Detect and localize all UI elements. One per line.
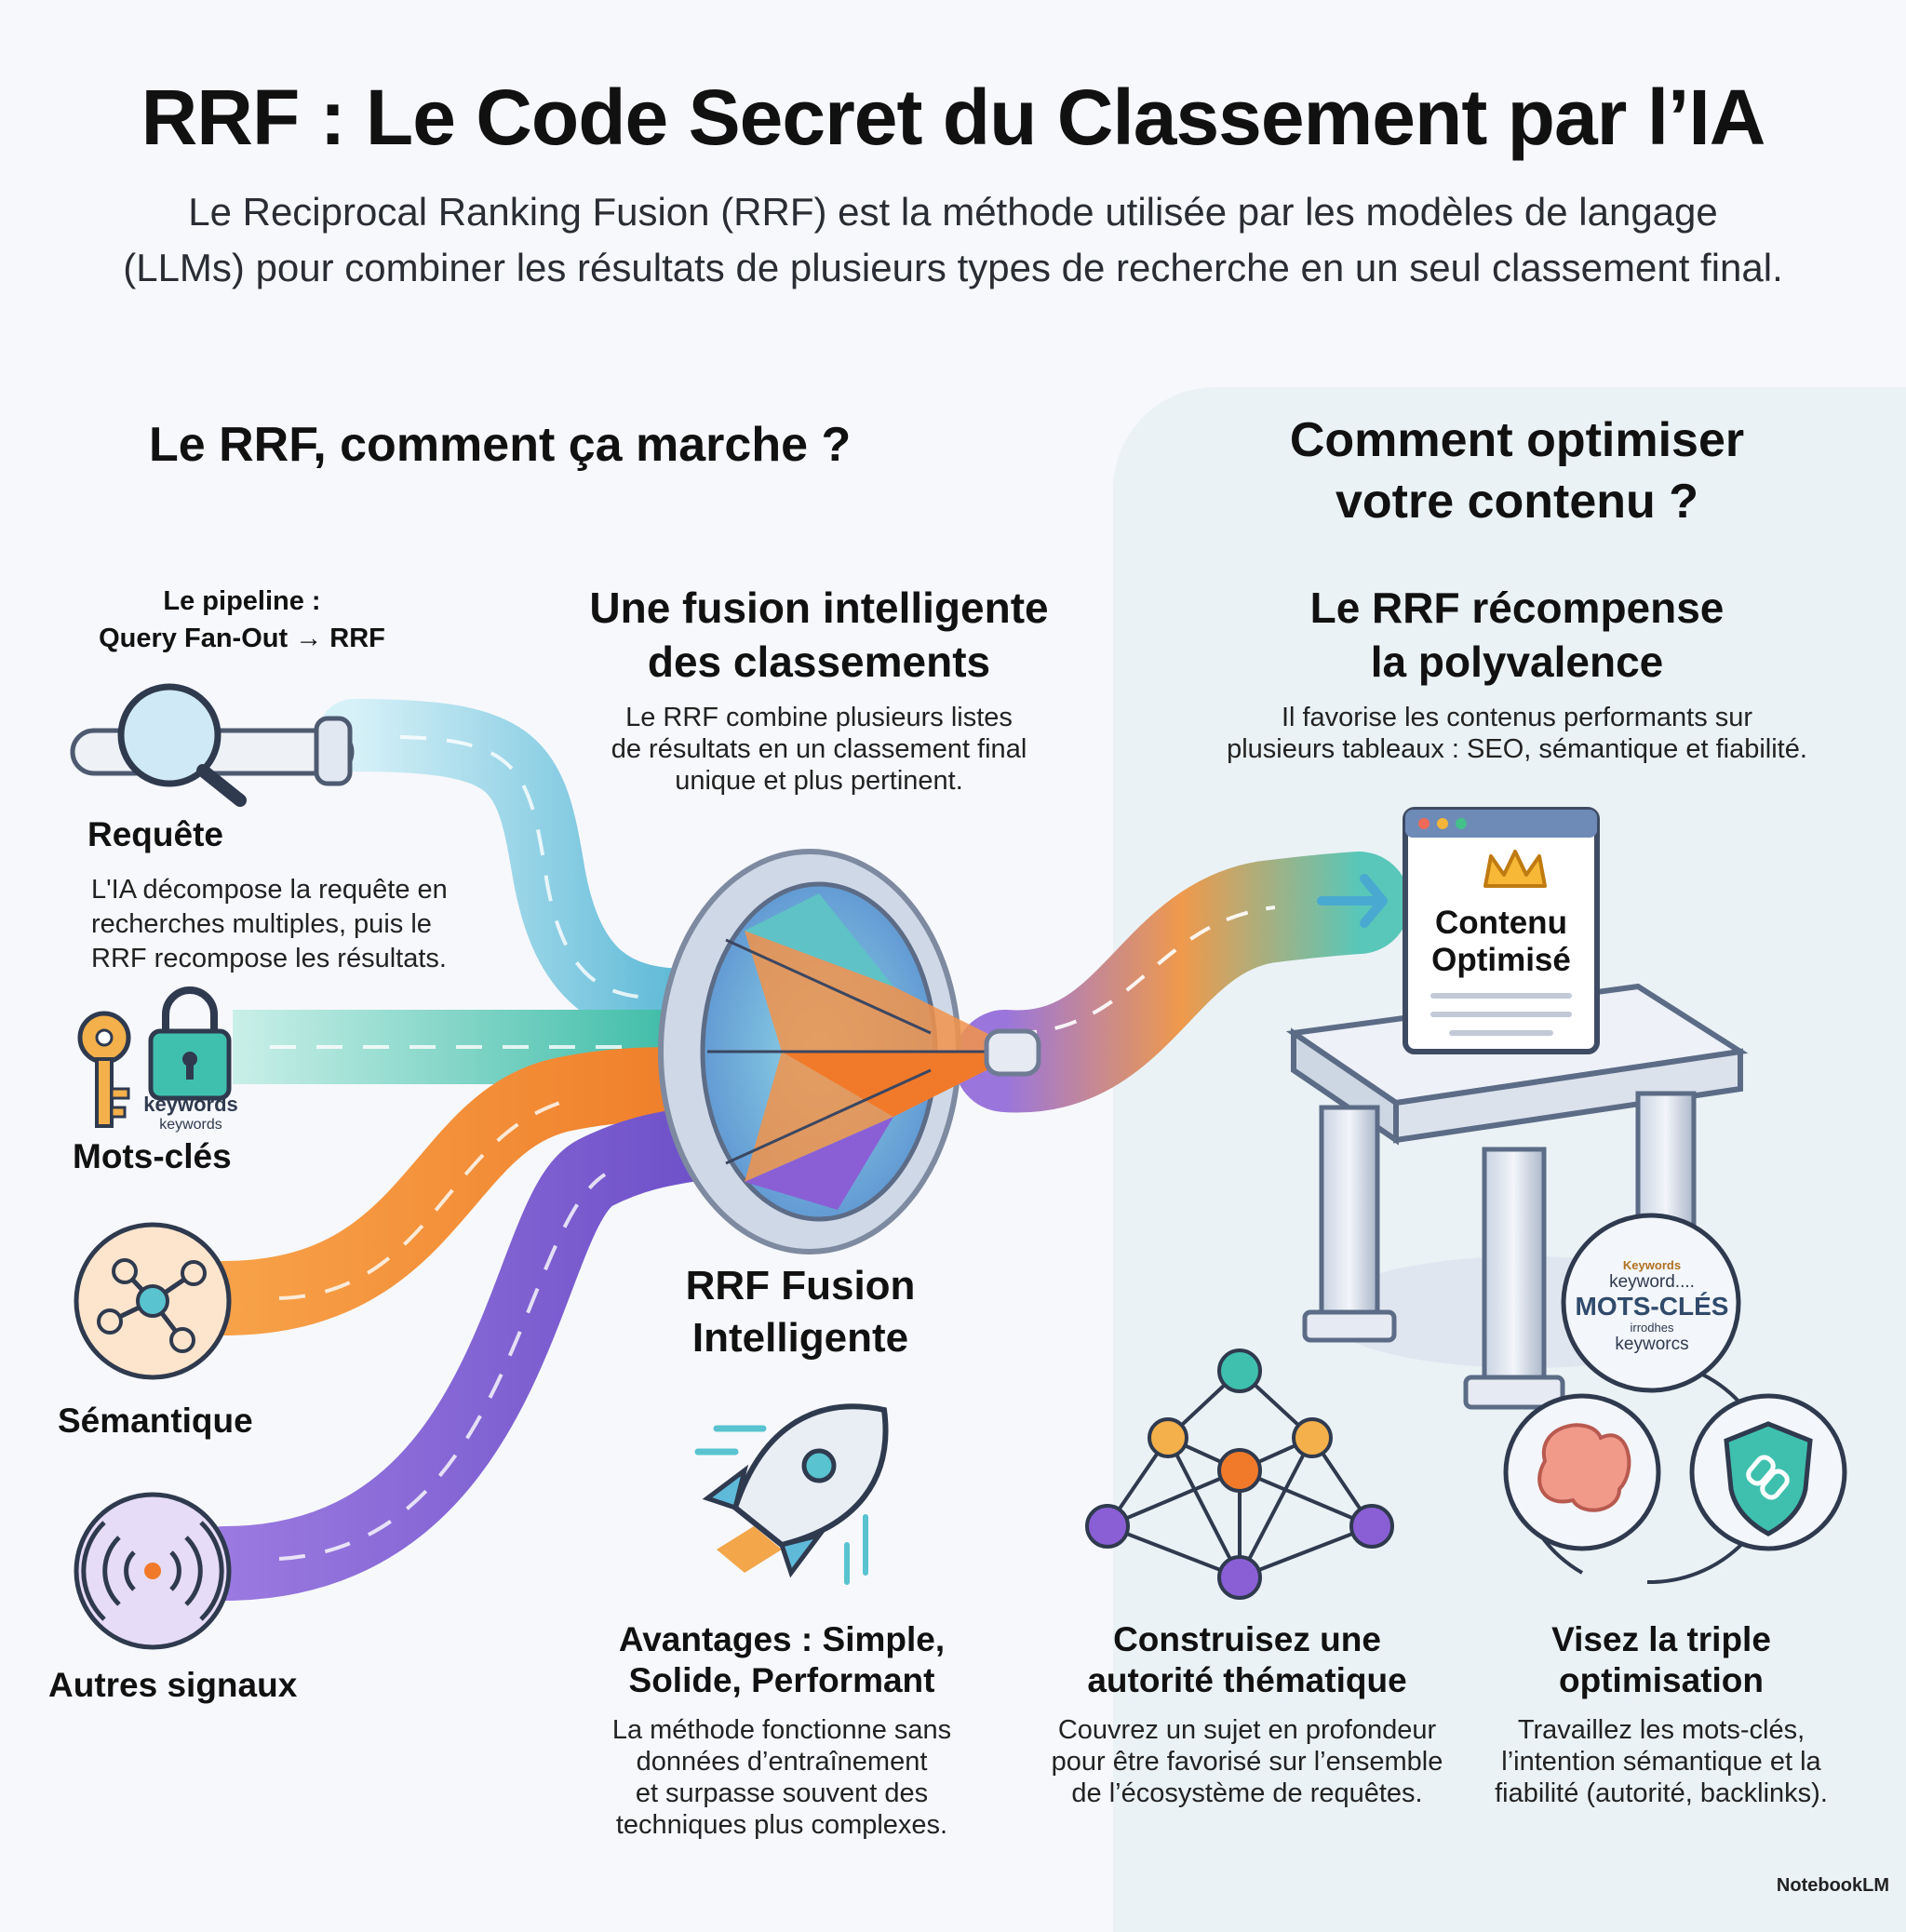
- advantages-title-line: Solide, Performant: [628, 1661, 935, 1699]
- polyvalence-title: Le RRF récompense la polyvalence: [1154, 581, 1880, 689]
- stream-semantique: [186, 1047, 717, 1335]
- fusion-lens-label: RRF Fusion Intelligente: [614, 1260, 987, 1364]
- triple-desc-line: fiabilité (autorité, backlinks).: [1495, 1778, 1828, 1808]
- pipeline-caption: Le pipeline : Query Fan-Out → RRF: [56, 583, 428, 657]
- card-label-line: Optimisé: [1431, 942, 1571, 978]
- keywords-tag: keywords keywords: [121, 1094, 261, 1135]
- triple-title: Visez la triple optimisation: [1470, 1619, 1852, 1701]
- authority-title-line: Construisez une: [1113, 1620, 1381, 1658]
- output-arrow-icon: [1317, 874, 1388, 928]
- advantages-desc-line: techniques plus complexes.: [615, 1810, 948, 1840]
- polyvalence-desc-line: plusieurs tableaux : SEO, sémantique et …: [1227, 734, 1807, 764]
- optimized-content-card: [1403, 807, 1600, 1054]
- page-title: RRF : Le Code Secret du Classement par l…: [141, 74, 1766, 161]
- fusion-title: Une fusion intelligente des classements: [521, 581, 1117, 689]
- network-icon: [74, 1222, 232, 1380]
- lens-label-line: RRF Fusion: [685, 1263, 916, 1308]
- fusion-title-line: Une fusion intelligente: [589, 584, 1049, 632]
- authority-desc-line: de l’écosystème de requêtes.: [1071, 1778, 1423, 1808]
- page-subtitle: Le Reciprocal Ranking Fusion (RRF) est l…: [56, 184, 1850, 296]
- card-label-line: Contenu: [1435, 905, 1567, 941]
- fusion-desc-line: de résultats en un classement final: [611, 734, 1027, 764]
- output-stream: [954, 852, 1410, 1113]
- content-card-label: Contenu Optimisé: [1405, 905, 1597, 979]
- fusion-lens-icon: [658, 849, 1041, 1254]
- authority-network-icon: [1085, 1348, 1394, 1600]
- stream-autres-signaux: [186, 1107, 726, 1601]
- authority-desc-line: Couvrez un sujet en profondeur: [1057, 1715, 1437, 1745]
- triple-title-line: optimisation: [1559, 1661, 1764, 1699]
- input-label-requete: Requête: [87, 815, 223, 853]
- polyvalence-title-line: Le RRF récompense: [1309, 584, 1725, 632]
- signal-icon: [74, 1492, 232, 1650]
- input-label-semantique: Sémantique: [58, 1402, 253, 1440]
- pipeline-line: Le pipeline :: [163, 586, 321, 616]
- triple-title-line: Visez la triple: [1551, 1620, 1771, 1658]
- pipeline-line: Query Fan-Out → RRF: [99, 624, 385, 653]
- fusion-description: Le RRF combine plusieurs listes de résul…: [521, 702, 1117, 797]
- triple-cycle: [1503, 1213, 1847, 1585]
- authority-title-line: autorité thématique: [1087, 1661, 1407, 1699]
- crown-icon: [1483, 850, 1547, 888]
- subtitle-line: Le Reciprocal Ranking Fusion (RRF) est l…: [188, 190, 1718, 234]
- input-label-autres-signaux: Autres signaux: [48, 1666, 298, 1704]
- keywords-badge-text: Keywords keyword.... MOTS-CLÉS irrodhes …: [1573, 1258, 1731, 1355]
- fusion-title-line: des classements: [647, 637, 991, 686]
- badge-sub: irrodhes: [1630, 1321, 1674, 1335]
- stream-requete: [317, 699, 725, 1041]
- requete-description: L'IA décompose la requête en recherches …: [91, 873, 491, 976]
- advantages-desc-line: La méthode fonctionne sans: [611, 1715, 952, 1745]
- optimize-heading-line: votre contenu ?: [1335, 475, 1699, 529]
- search-icon: [70, 683, 355, 807]
- subtitle-line: (LLMs) pour combiner les résultats de pl…: [123, 246, 1783, 289]
- keywords-tag-main: keywords: [143, 1093, 238, 1116]
- input-label-mots-cles: Mots-clés: [73, 1137, 232, 1175]
- polyvalence-description: Il favorise les contenus performants sur…: [1154, 702, 1880, 765]
- optimize-heading: Comment optimiser votre contenu ?: [1154, 409, 1880, 532]
- requete-desc-line: recherches multiples, puis le: [91, 909, 432, 939]
- lens-label-line: Intelligente: [691, 1315, 909, 1361]
- badge-main: MOTS-CLÉS: [1575, 1292, 1729, 1321]
- authority-title: Construisez une autorité thématique: [1033, 1619, 1461, 1701]
- triple-description: Travaillez les mots-clés, l’intention sé…: [1470, 1714, 1852, 1809]
- advantages-desc-line: et surpasse souvent des: [635, 1778, 929, 1808]
- fusion-desc-line: Le RRF combine plusieurs listes: [625, 703, 1013, 732]
- triple-desc-line: Travaillez les mots-clés,: [1517, 1715, 1805, 1745]
- rocket-icon: [694, 1403, 889, 1585]
- authority-desc-line: pour être favorisé sur l’ensemble: [1051, 1747, 1443, 1777]
- key-lock-icon: [77, 986, 232, 1128]
- polyvalence-desc-line: Il favorise les contenus performants sur: [1281, 703, 1753, 732]
- advantages-title: Avantages : Simple, Solide, Performant: [521, 1619, 1042, 1701]
- polyvalence-title-line: la polyvalence: [1370, 637, 1664, 686]
- fusion-desc-line: unique et plus pertinent.: [675, 766, 963, 796]
- how-it-works-heading: Le RRF, comment ça marche ?: [149, 418, 852, 472]
- keywords-tag-sub: keywords: [159, 1117, 222, 1133]
- badge-top: Keywords: [1622, 1258, 1682, 1272]
- requete-desc-line: L'IA décompose la requête en: [91, 875, 448, 905]
- optimize-heading-line: Comment optimiser: [1289, 413, 1745, 467]
- advantages-desc-line: données d’entraînement: [636, 1747, 928, 1777]
- badge-keyword: keyword....: [1609, 1272, 1695, 1292]
- keywords-badge-icon: [1561, 1213, 1741, 1393]
- notebooklm-brand: NotebookLM: [1776, 1875, 1889, 1896]
- badge-sub: keyworcs: [1615, 1335, 1689, 1354]
- requete-desc-line: RRF recompose les résultats.: [91, 944, 447, 973]
- authority-description: Couvrez un sujet en profondeur pour être…: [1033, 1714, 1461, 1809]
- triple-desc-line: l’intention sémantique et la: [1501, 1747, 1821, 1777]
- advantages-title-line: Avantages : Simple,: [618, 1620, 946, 1658]
- advantages-description: La méthode fonctionne sans données d’ent…: [521, 1714, 1042, 1841]
